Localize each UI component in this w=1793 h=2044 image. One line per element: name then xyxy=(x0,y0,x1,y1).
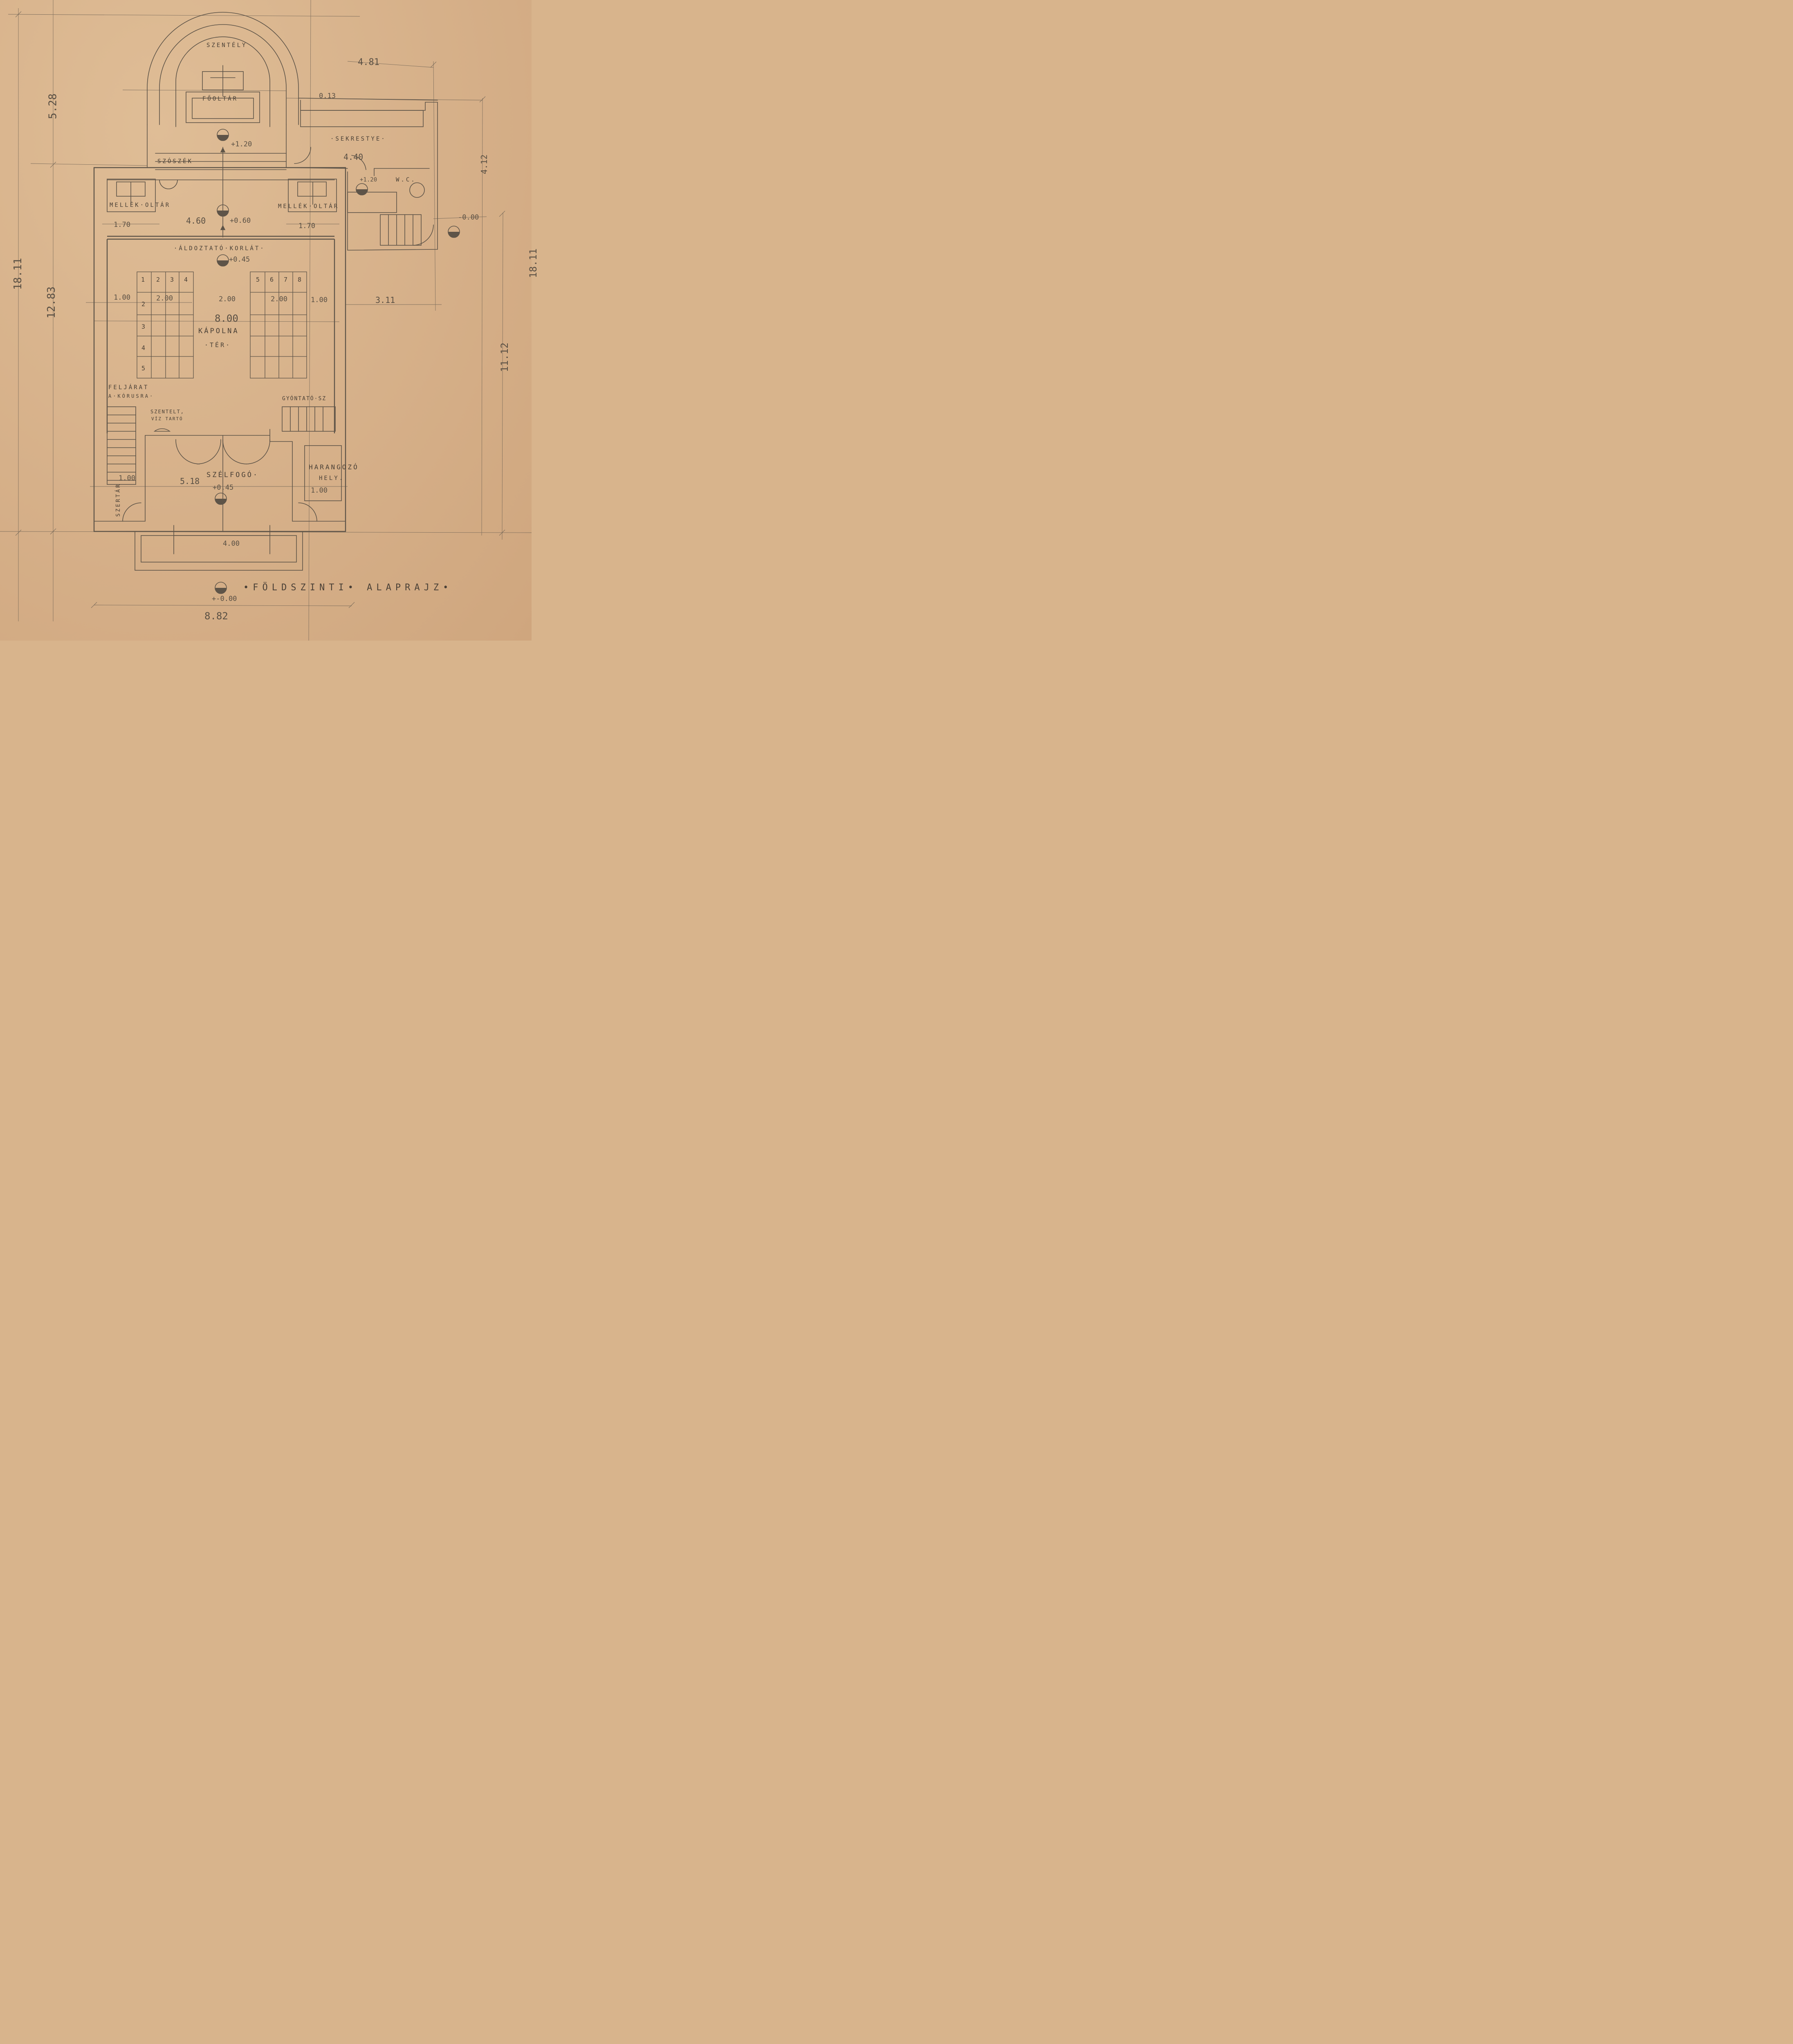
dim-vestry-width: 1.00 xyxy=(119,474,135,482)
label-side-altar-right: MELLÉK·OLTÁR xyxy=(278,203,339,210)
dim-aisle-left: 1.00 xyxy=(114,294,130,302)
pew-number: 6 xyxy=(270,276,274,283)
entrance-steps xyxy=(135,525,303,571)
dim-steps-width: 4.00 xyxy=(223,540,240,548)
dim-level-outside: -0.00 xyxy=(458,213,479,222)
staircase-and-vestibule xyxy=(94,406,346,532)
dim-sacristy-height: 4.12 xyxy=(479,154,489,175)
dim-side-altar-right: 1.70 xyxy=(298,222,315,230)
label-holy-water-2: VÍZ TARTÓ xyxy=(151,416,183,421)
dim-bell-room: 1.00 xyxy=(311,486,328,495)
dimension-ticks xyxy=(15,11,505,608)
dim-pew-left: 2.00 xyxy=(156,294,173,303)
dim-apse-height: 5.28 xyxy=(47,93,59,119)
pews-left xyxy=(137,271,194,379)
pew-number: 5 xyxy=(141,365,146,372)
dim-level-altar-rail: +0.45 xyxy=(229,256,250,264)
label-confessional: GYÓNTATÓ·SZ xyxy=(282,396,327,402)
side-altars xyxy=(107,153,337,212)
dim-sacristy-inner: 4.40 xyxy=(343,152,364,162)
dim-center-aisle: 2.00 xyxy=(219,295,236,303)
pew-number: 5 xyxy=(256,276,260,283)
construction-lines xyxy=(0,0,532,641)
pew-number: 4 xyxy=(141,344,146,352)
pew-number: 2 xyxy=(141,300,146,308)
label-sacristy: ·SEKRESTYE· xyxy=(330,136,386,142)
dim-pew-right: 2.00 xyxy=(271,295,287,303)
sacristy-walls xyxy=(286,100,438,251)
dim-right-offset: 3.11 xyxy=(375,295,395,305)
pew-number: 7 xyxy=(284,276,288,283)
dim-total-height-right: 18.11 xyxy=(527,248,539,278)
axis-arrows xyxy=(220,147,226,532)
label-wc: W.C. xyxy=(396,177,416,183)
dim-sacristy-width: 4.81 xyxy=(358,57,379,67)
dim-right-wing: 11.12 xyxy=(499,342,511,372)
label-choir-access-1: FELJÁRAT xyxy=(108,384,149,391)
dim-total-height-left: 18.11 xyxy=(12,258,25,290)
label-choir-access-2: A·KÓRUSRA· xyxy=(108,393,155,399)
dim-nave-width: 8.00 xyxy=(215,313,238,324)
floor-plan-sheet: 18.11 12.83 5.28 18.11 11.12 4.12 4.81 8… xyxy=(0,0,539,641)
dim-total-width: 8.82 xyxy=(204,610,228,622)
label-pulpit: SZÓSZÉK xyxy=(157,158,193,165)
label-holy-water-1: SZENTELT, xyxy=(150,409,185,415)
label-bell-ringer-2: HELY. xyxy=(319,475,345,482)
dim-level-ground: +-0.00 xyxy=(212,595,237,603)
pew-number: 1 xyxy=(141,276,145,283)
floor-plan-drawing xyxy=(0,0,532,641)
dim-wall-offset: 0.13 xyxy=(319,92,336,100)
label-main-altar: FŐOLTÁR xyxy=(202,96,238,102)
label-sanctuary: SZENTÉLY xyxy=(206,42,247,49)
label-side-altar-left: MELLÉK·OLTÁR xyxy=(110,202,171,208)
dim-level-sacristy: +1.20 xyxy=(360,177,377,183)
pews-right xyxy=(250,271,307,379)
label-vestry: SZERTÁR xyxy=(115,483,121,517)
dim-level-vestibule: +0.45 xyxy=(213,484,234,492)
level-markers xyxy=(215,129,460,594)
label-space: ·TÉR· xyxy=(204,341,231,349)
pew-number: 4 xyxy=(184,276,188,283)
pew-number: 3 xyxy=(170,276,174,283)
pew-number: 2 xyxy=(156,276,160,283)
label-bell-ringer-1: HARANGOZÓ xyxy=(309,463,359,471)
dim-side-altar-left: 1.70 xyxy=(114,221,130,229)
drawing-title: •FÖLDSZINTI• ALAPRAJZ• xyxy=(243,583,453,593)
dim-vestibule-width: 5.18 xyxy=(180,476,200,486)
label-windbreak: SZÉLFOGÓ· xyxy=(206,471,259,479)
label-altar-rail: ·ÁLDOZTATÓ·KORLÁT· xyxy=(174,245,265,252)
dim-level-chancel: +0.60 xyxy=(230,217,251,225)
pew-number: 8 xyxy=(298,276,302,283)
dim-nave-height: 12.83 xyxy=(45,286,58,319)
pew-number: 3 xyxy=(141,323,146,330)
dim-chancel-width: 4.60 xyxy=(186,216,206,226)
dim-aisle-right: 1.00 xyxy=(311,296,328,304)
dim-level-apse: +1.20 xyxy=(231,140,252,148)
label-chapel: KÁPOLNA xyxy=(198,327,239,335)
